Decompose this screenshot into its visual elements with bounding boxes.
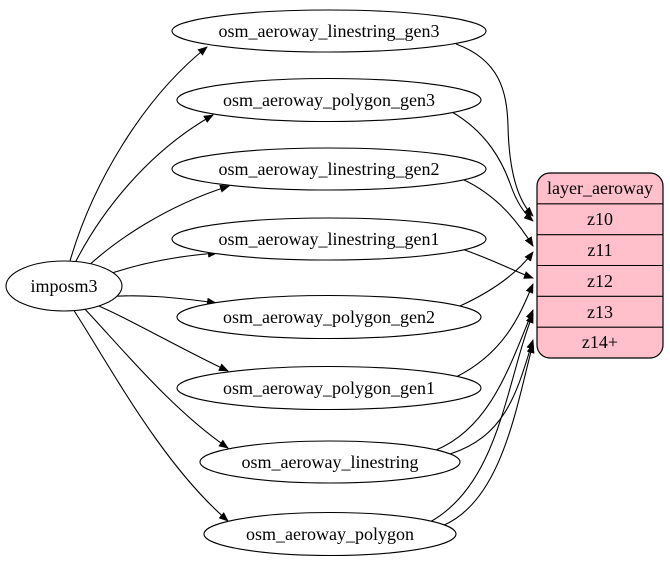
table-ellipse — [203, 511, 457, 557]
edge-polygon-gen3-to-z10 — [451, 111, 534, 222]
node-osm-aeroway-linestring: osm_aeroway_linestring — [199, 440, 461, 484]
table-label: osm_aeroway_linestring_gen3 — [219, 21, 440, 41]
table-ellipse — [176, 365, 482, 411]
layer-row-z12: z12 — [587, 271, 613, 291]
node-osm-aeroway-linestring-gen3: osm_aeroway_linestring_gen3 — [171, 9, 487, 53]
edge-group — [69, 43, 535, 527]
layer-row-z13: z13 — [587, 302, 613, 322]
node-imposm3: imposm3 — [5, 260, 123, 312]
table-label: osm_aeroway_polygon_gen2 — [223, 307, 435, 327]
edge-linestring-gen1-to-z12 — [461, 248, 534, 279]
layer-row-z10: z10 — [587, 209, 613, 229]
table-label: osm_aeroway_polygon_gen1 — [223, 378, 435, 398]
node-osm-aeroway-polygon-gen3: osm_aeroway_polygon_gen3 — [176, 77, 482, 123]
edge-linestring-to-z13 — [435, 309, 534, 451]
table-label: osm_aeroway_linestring — [242, 452, 419, 472]
edge-imposm3-to-linestring — [81, 305, 229, 449]
edge-imposm3-to-polygon-gen2 — [102, 295, 217, 306]
table-label: osm_aeroway_linestring_gen1 — [219, 229, 440, 249]
table-ellipse — [171, 217, 487, 261]
edge-polygon-gen2-to-z11 — [459, 251, 534, 307]
edge-imposm3-to-linestring-gen2 — [85, 184, 230, 269]
layer-row-z14: z14+ — [582, 332, 618, 352]
node-osm-aeroway-polygon-gen1: osm_aeroway_polygon_gen1 — [176, 365, 482, 411]
node-osm-aeroway-polygon: osm_aeroway_polygon — [203, 511, 457, 557]
layer-row-z11: z11 — [587, 240, 612, 260]
edge-imposm3-to-polygon-gen3 — [74, 114, 214, 264]
edge-polygon-to-z13 — [429, 313, 534, 523]
table-ellipse — [176, 294, 482, 340]
edge-polygon-to-z14 — [441, 343, 535, 527]
node-osm-aeroway-linestring-gen2: osm_aeroway_linestring_gen2 — [171, 147, 487, 191]
table-ellipse — [171, 9, 487, 53]
table-ellipse — [171, 147, 487, 191]
edge-linestring-gen3-to-z10 — [455, 43, 534, 217]
table-ellipse — [176, 77, 482, 123]
imposm3-ellipse — [5, 260, 123, 312]
edge-imposm3-to-linestring-gen1 — [102, 249, 218, 277]
layer-title: layer_aeroway — [547, 178, 653, 198]
node-osm-aeroway-linestring-gen1: osm_aeroway_linestring_gen1 — [171, 217, 487, 261]
edge-linestring-gen2-to-z11 — [461, 178, 534, 247]
node-osm-aeroway-polygon-gen2: osm_aeroway_polygon_gen2 — [176, 294, 482, 340]
node-layer-aeroway: layer_aeroway z10 z11 z12 z13 z14+ — [536, 172, 664, 359]
table-label: osm_aeroway_polygon — [246, 524, 414, 544]
edge-imposm3-to-polygon — [72, 308, 229, 522]
table-label: osm_aeroway_linestring_gen2 — [219, 159, 440, 179]
table-ellipse — [199, 440, 461, 484]
edge-imposm3-to-polygon-gen1 — [91, 302, 229, 372]
edge-linestring-to-z14 — [449, 339, 535, 455]
edge-imposm3-to-linestring-gen3 — [69, 46, 208, 262]
table-label: osm_aeroway_polygon_gen3 — [223, 90, 435, 110]
imposm3-label: imposm3 — [30, 276, 97, 296]
edge-polygon-gen1-to-z12 — [455, 283, 534, 378]
